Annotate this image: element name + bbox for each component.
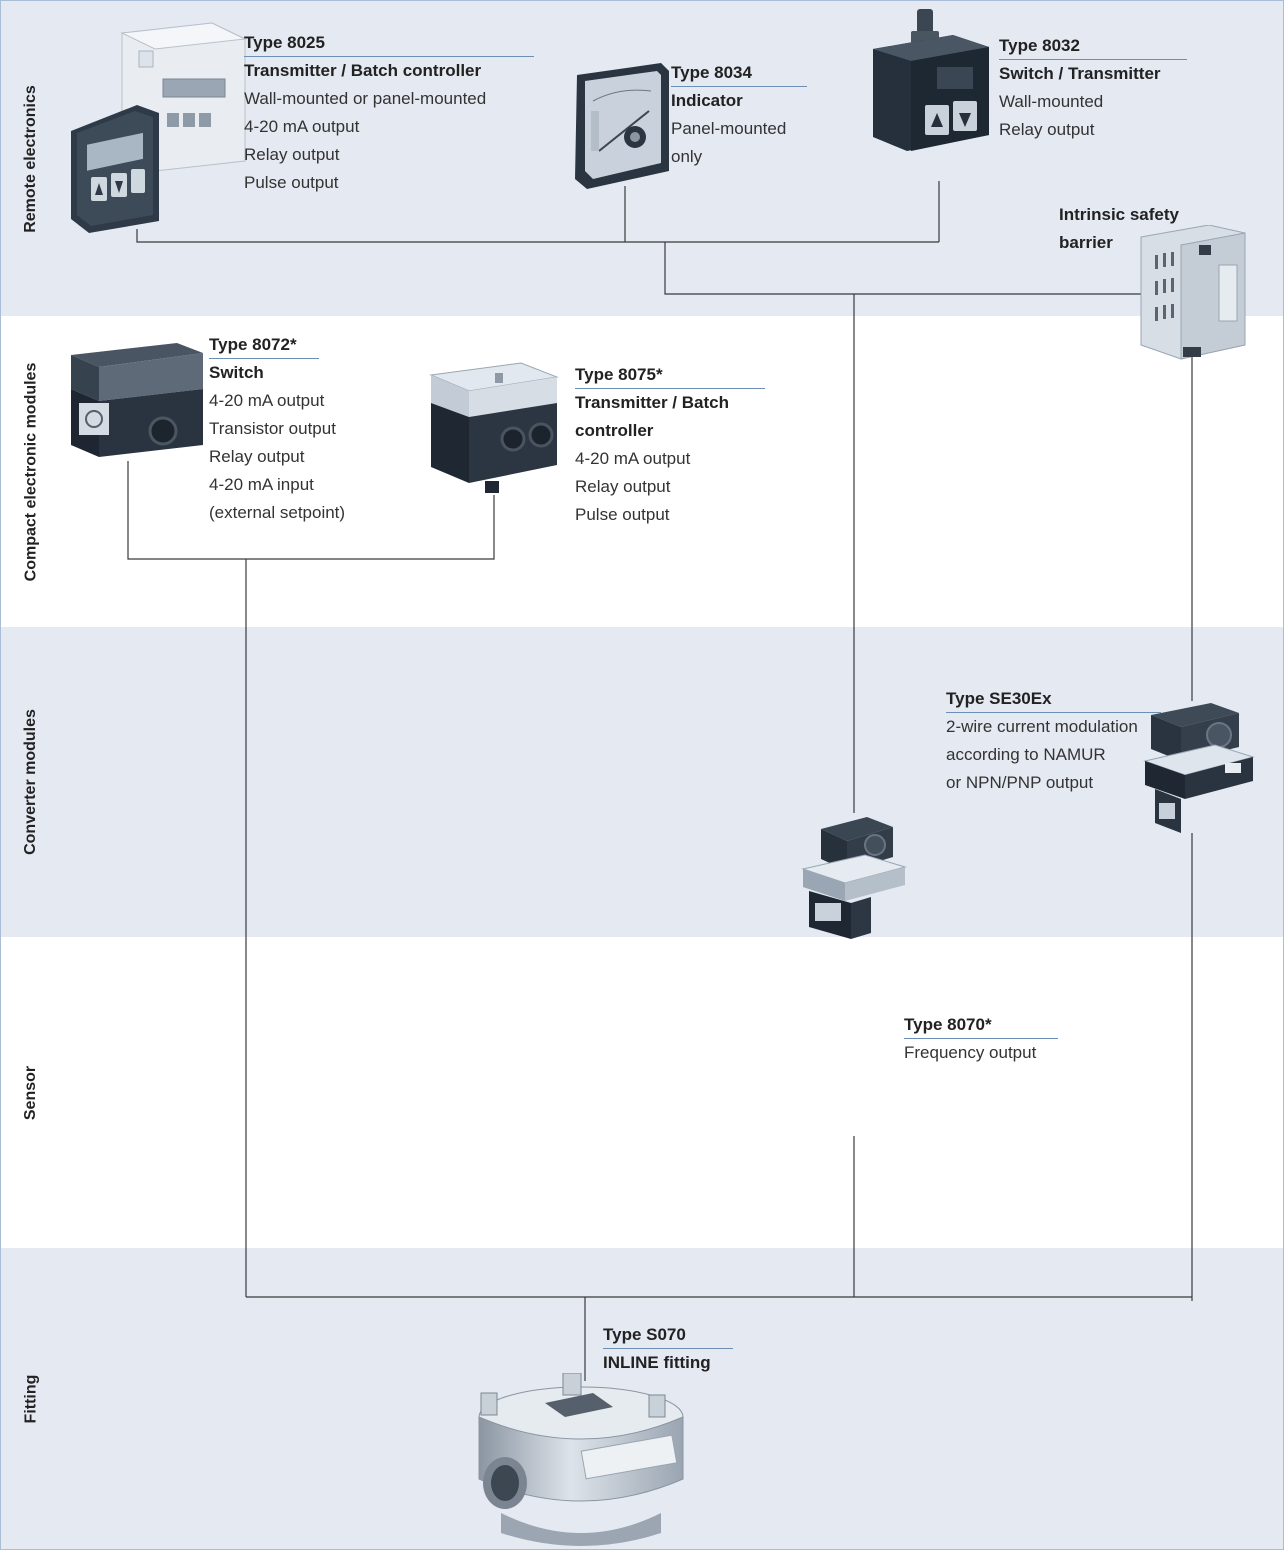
type-8032-title: Type 8032 — [999, 34, 1187, 60]
safety-barrier-label: Intrinsic safety barrier — [1059, 201, 1219, 257]
type-8034-title: Type 8034 — [671, 61, 807, 87]
type-8070-line: Frequency output — [904, 1043, 1037, 1062]
wire-remote-drop — [664, 242, 1141, 295]
type-8032-line: Wall-mounted — [999, 92, 1104, 111]
safety-barrier-device-image — [1140, 225, 1246, 360]
wire-8025 — [136, 229, 939, 243]
type-8025-line: Wall-mounted or panel-mounted — [244, 89, 487, 108]
type-8075-line: Pulse output — [575, 505, 670, 524]
type-se30ex-line: or NPN/PNP output — [946, 773, 1094, 792]
band-converter-modules — [1, 627, 1283, 937]
type-8072-line: Transistor output — [209, 419, 336, 438]
type-8072-line: Relay output — [209, 447, 305, 466]
type-8072-title: Type 8072* — [209, 333, 319, 359]
safety-barrier-title-line1: Intrinsic safety — [1059, 205, 1179, 224]
type-8034-subtitle: Indicator — [671, 91, 743, 110]
type-8072-device-image — [71, 343, 203, 457]
band-sensor — [1, 937, 1283, 1248]
band-compact-electronic-modules — [1, 316, 1283, 627]
type-8025-device-image — [71, 22, 247, 233]
wire-8072 — [127, 461, 495, 560]
type-8025-line: Pulse output — [244, 173, 339, 192]
type-8072-subtitle: Switch — [209, 363, 264, 382]
type-se30ex-line: 2-wire current modulation — [946, 717, 1138, 736]
type-8034-line: Panel-mounted — [671, 119, 787, 138]
type-se30ex-title: Type SE30Ex — [946, 687, 1161, 713]
type-8070-title: Type 8070* — [904, 1013, 1058, 1039]
type-se30ex-label: Type SE30Ex 2-wire current modulation ac… — [946, 687, 1161, 797]
type-8072-line: 4-20 mA input — [209, 475, 314, 494]
type-8075-subtitle-line1: Transmitter / Batch — [575, 393, 729, 412]
type-8032-label: Type 8032 Switch / Transmitter Wall-moun… — [999, 34, 1187, 144]
type-8032-device-image — [873, 9, 989, 151]
type-8032-line: Relay output — [999, 120, 1095, 139]
type-8075-title: Type 8075* — [575, 363, 765, 389]
type-8034-device-image — [575, 63, 669, 189]
type-s070-subtitle: INLINE fitting — [603, 1353, 711, 1372]
type-8034-label: Type 8034 Indicator Panel-mounted only — [671, 61, 807, 171]
type-8025-title: Type 8025 — [244, 31, 534, 57]
type-s070-device-image — [478, 1373, 684, 1546]
type-8075-subtitle-line2: controller — [575, 421, 654, 440]
type-8072-label: Type 8072* Switch 4-20 mA output Transis… — [209, 333, 389, 527]
type-s070-label: Type S070 INLINE fitting — [603, 1323, 733, 1377]
type-8025-label: Type 8025 Transmitter / Batch controller… — [244, 31, 534, 197]
type-8075-label: Type 8075* Transmitter / Batch controlle… — [575, 363, 765, 529]
type-8072-line: (external setpoint) — [209, 503, 346, 522]
type-8070-label: Type 8070* Frequency output — [904, 1013, 1058, 1067]
type-s070-title: Type S070 — [603, 1323, 733, 1349]
type-se30ex-line: according to NAMUR — [946, 745, 1106, 764]
type-8070-device-image — [801, 817, 907, 939]
type-8075-line: Relay output — [575, 477, 671, 496]
type-8075-device-image — [429, 362, 559, 493]
type-se30ex-device-image — [1143, 703, 1255, 833]
type-8034-line: only — [671, 147, 703, 166]
type-8072-line: 4-20 mA output — [209, 391, 325, 410]
type-8025-line: Relay output — [244, 145, 340, 164]
type-8032-subtitle: Switch / Transmitter — [999, 64, 1161, 83]
type-8025-subtitle: Transmitter / Batch controller — [244, 61, 482, 80]
type-8025-line: 4-20 mA output — [244, 117, 360, 136]
type-8075-line: 4-20 mA output — [575, 449, 691, 468]
safety-barrier-title-line2: barrier — [1059, 233, 1113, 252]
